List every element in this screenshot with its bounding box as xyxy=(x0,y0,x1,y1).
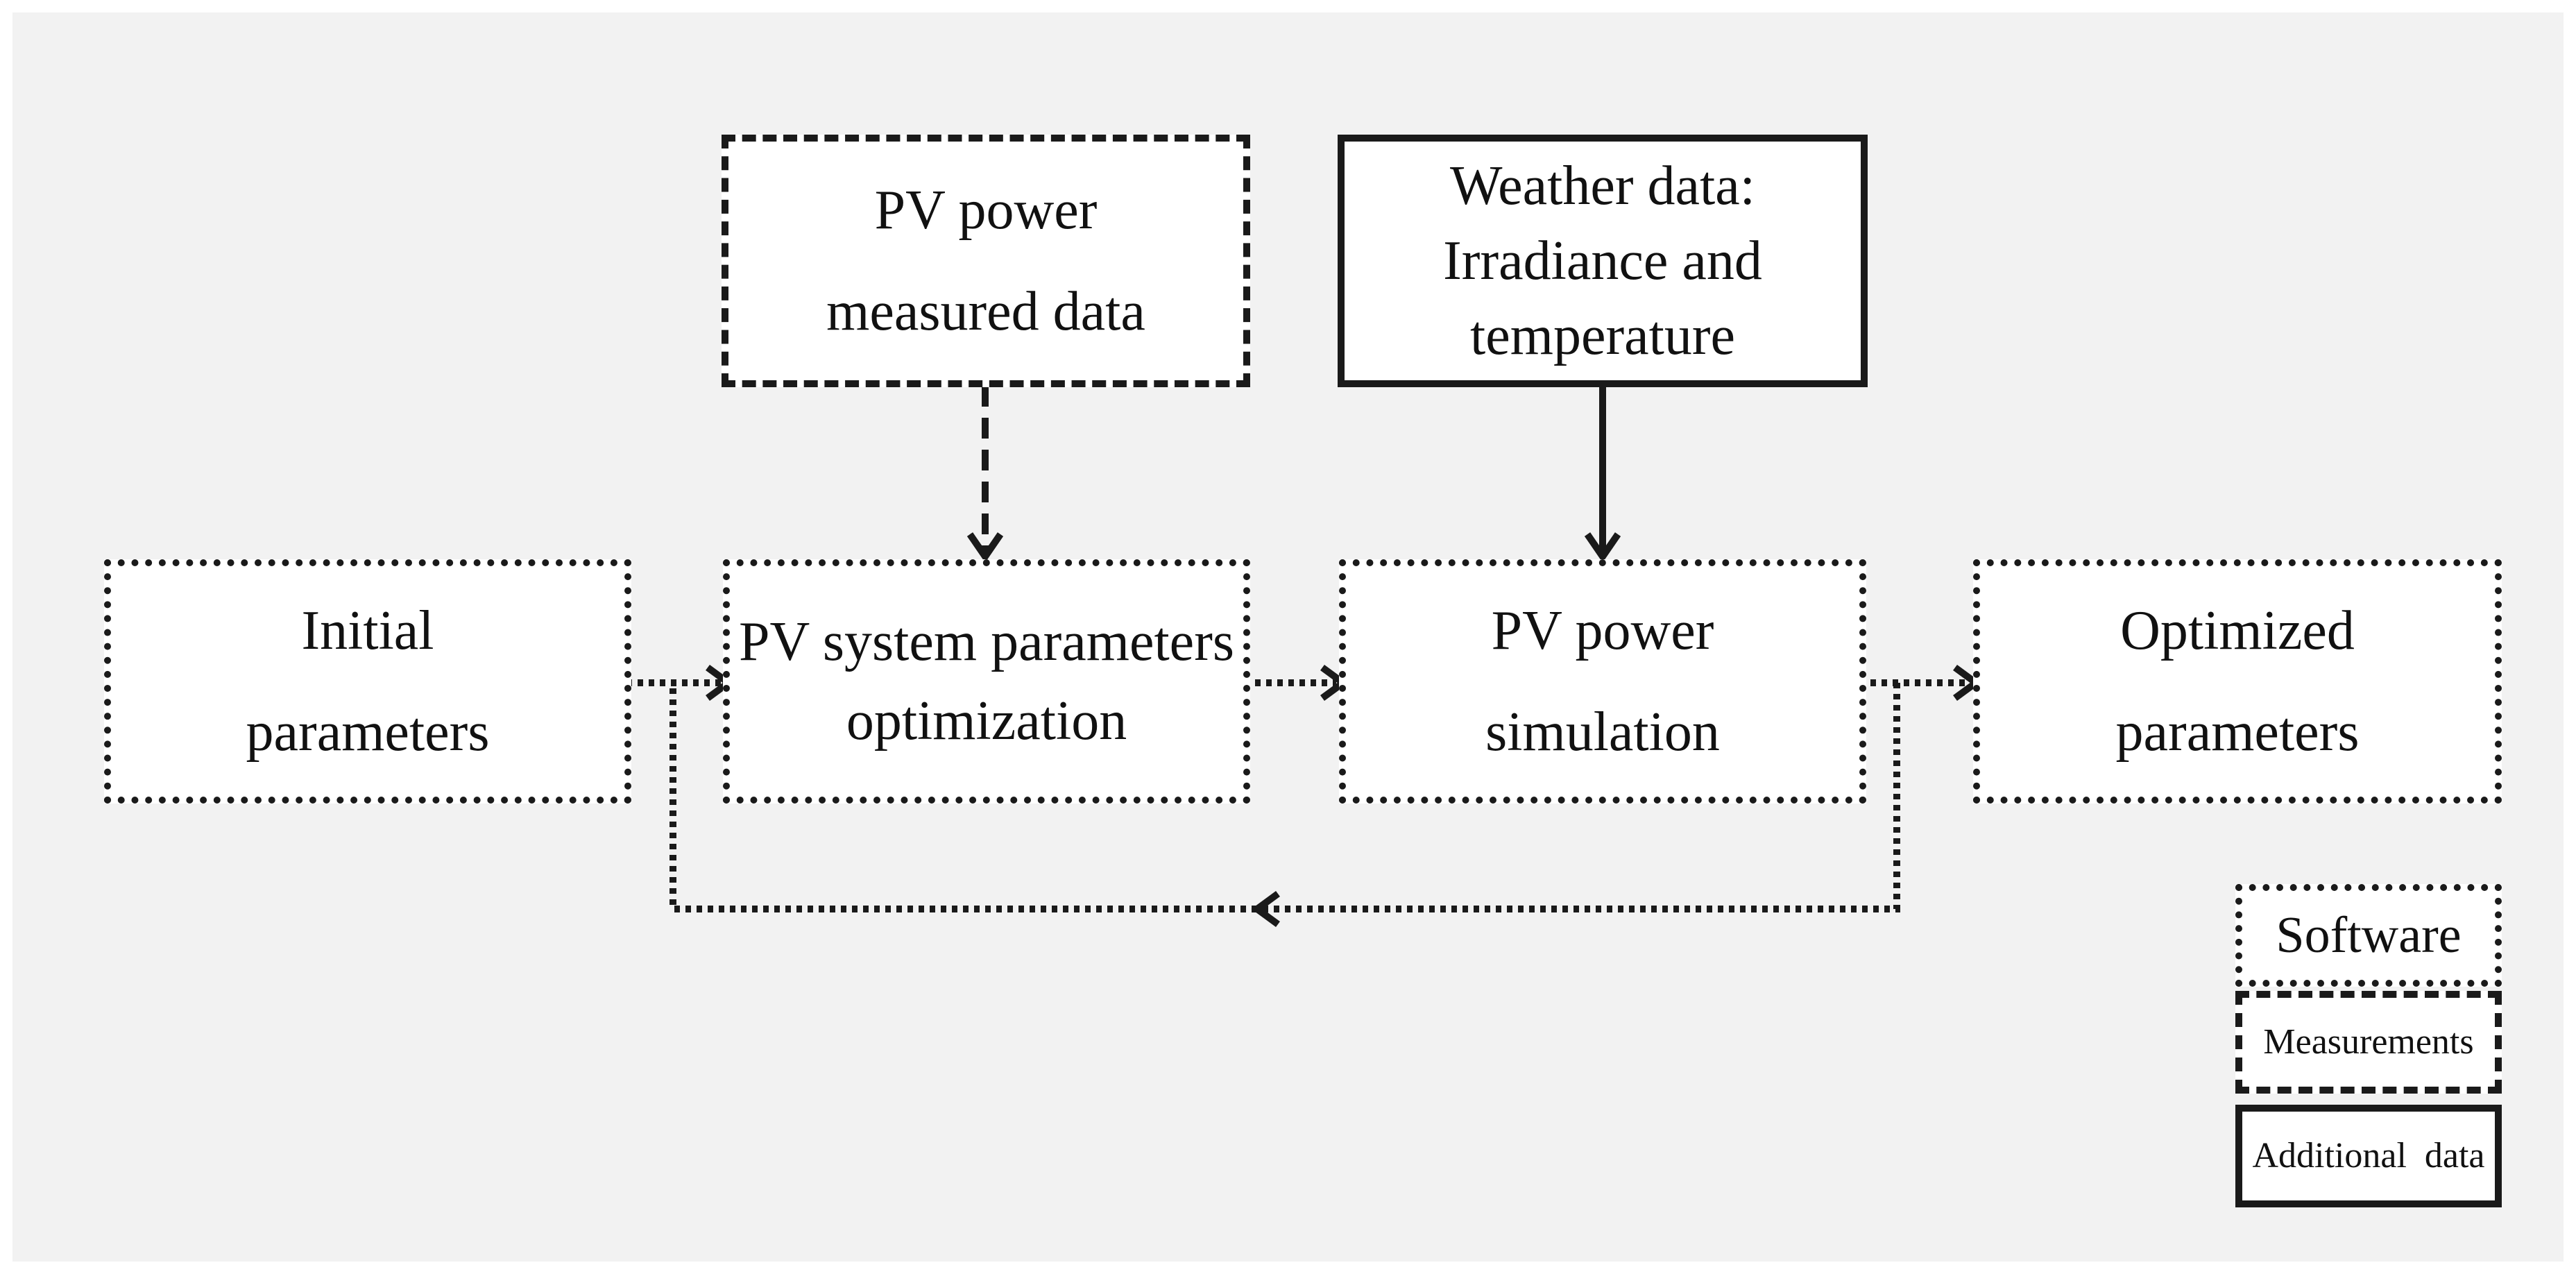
legend-measurements: Measurements xyxy=(2235,991,2502,1094)
arrow-optimization-to-simulation xyxy=(1244,664,1349,702)
pv-power-measured-data-box: PV power measured data xyxy=(722,135,1250,387)
legend-additional-data: Additional data xyxy=(2235,1105,2502,1207)
legend-label: Software xyxy=(2276,907,2462,964)
optimization-box: PV system parameters optimization xyxy=(723,559,1250,804)
box-line: measured data xyxy=(826,281,1145,342)
box-line: simulation xyxy=(1485,702,1720,763)
box-line: Optimized xyxy=(2120,600,2355,661)
box-line: optimization xyxy=(846,690,1127,751)
arrow-feedback-loop xyxy=(669,683,1900,928)
box-line: Initial xyxy=(301,600,434,661)
weather-data-box: Weather data: Irradiance and temperature xyxy=(1338,135,1868,387)
arrow-simulation-to-optimized xyxy=(1859,664,1982,702)
box-line: Irradiance and xyxy=(1443,230,1762,291)
pv-power-simulation-box: PV power simulation xyxy=(1339,559,1866,804)
arrow-weather-to-simulation xyxy=(1584,386,1621,563)
arrow-initial-to-optimization xyxy=(626,664,735,702)
box-line: PV power xyxy=(874,180,1098,241)
box-line: parameters xyxy=(2115,702,2360,763)
box-line: PV system parameters xyxy=(739,611,1234,672)
diagram-canvas: PV power measured data Weather data: Irr… xyxy=(12,12,2564,1262)
legend-label: Measurements xyxy=(2263,1022,2474,1062)
box-line: Weather data: xyxy=(1450,155,1755,216)
box-line: PV power xyxy=(1491,600,1714,661)
arrow-measured-to-optimization xyxy=(966,386,1004,563)
optimized-parameters-box: Optimized parameters xyxy=(1973,559,2502,804)
legend-software: Software xyxy=(2235,884,2502,987)
initial-parameters-box: Initial parameters xyxy=(104,559,631,804)
legend-label: Additional data xyxy=(2252,1136,2485,1175)
box-line: parameters xyxy=(246,702,490,763)
box-line: temperature xyxy=(1470,305,1735,366)
